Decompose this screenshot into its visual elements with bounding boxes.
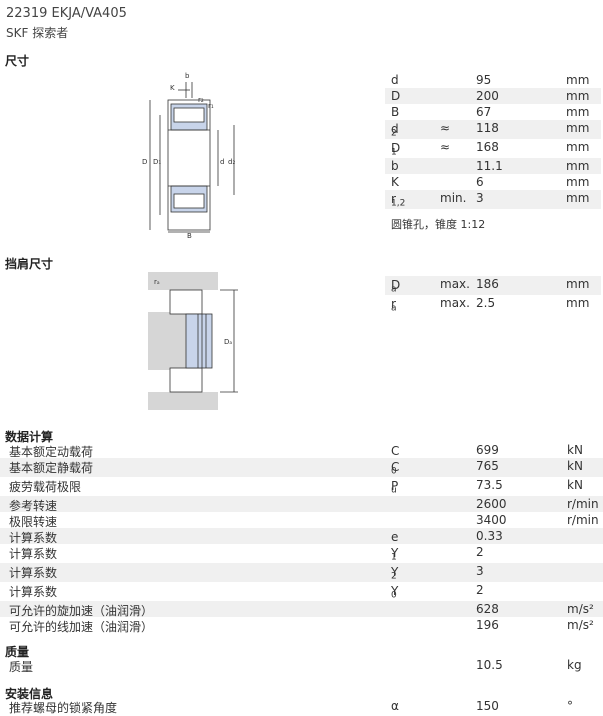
label-D1: D₁ (153, 158, 161, 166)
calc-section-heading: 数据计算 (5, 430, 54, 444)
label-b: b (185, 72, 190, 80)
mass-section-heading: 质量 (5, 645, 30, 659)
section-dimensions-heading: 尺寸 (5, 54, 30, 68)
section-abutment-heading: 挡肩尺寸 (5, 257, 54, 271)
bearing-dimensions-drawing: b K r₂ r₁ D D₁ d d₂ B (142, 72, 235, 240)
product-title: 22319 EKJA/VA405 (6, 6, 127, 21)
label-Da: Dₐ (224, 338, 232, 346)
label-d2: d₂ (228, 158, 235, 166)
product-subtitle: SKF 探索者 (6, 26, 69, 40)
label-d: d (220, 158, 224, 166)
taper-note: 圆锥孔，锥度 1:12 (391, 218, 486, 231)
label-ra: rₐ (154, 278, 160, 286)
spacer (0, 633, 603, 643)
label-B: B (187, 232, 192, 240)
install-section-heading: 安装信息 (5, 687, 54, 701)
label-r1: r₁ (208, 102, 214, 110)
table-row: 圆锥孔，锥度 1:12 (385, 209, 601, 233)
abutment-dimensions-drawing: rₐ Dₐ (148, 272, 238, 410)
label-r2: r₂ (198, 96, 204, 104)
label-K: K (170, 84, 175, 92)
label-D: D (142, 158, 147, 166)
spacer (0, 675, 603, 685)
